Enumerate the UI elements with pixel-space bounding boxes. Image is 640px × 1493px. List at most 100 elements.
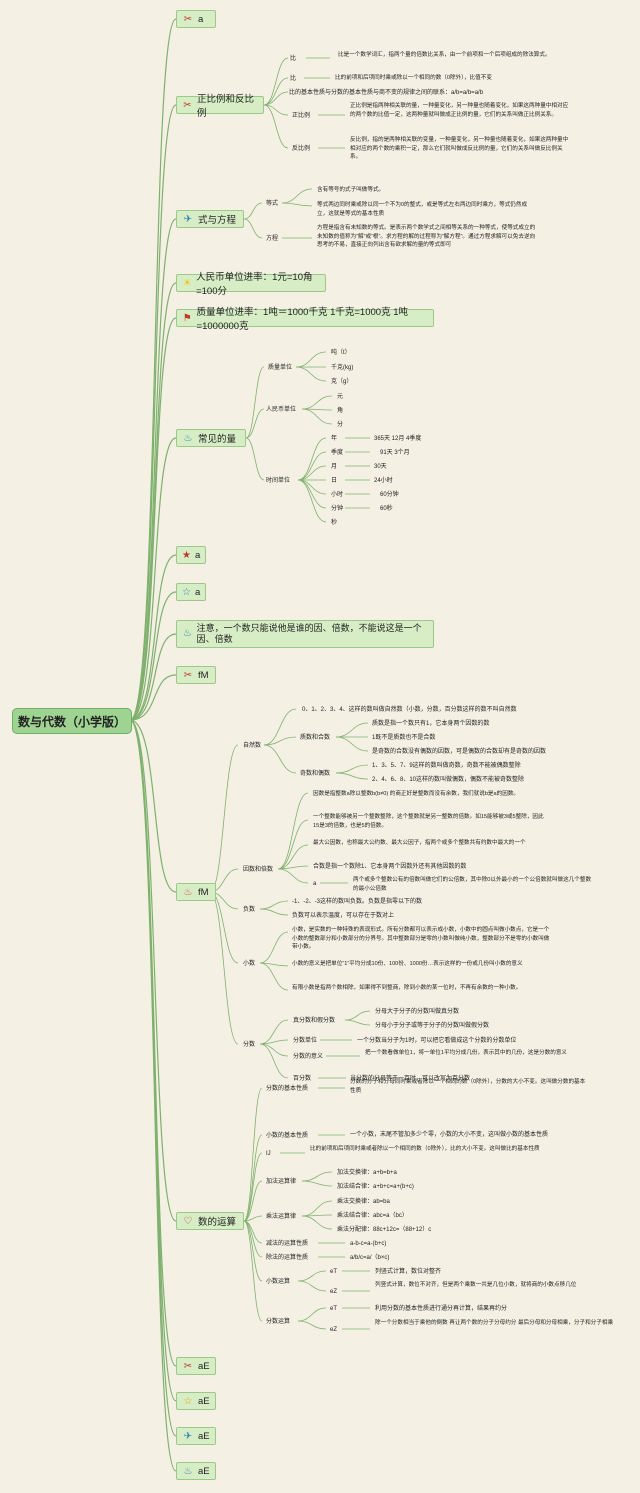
root-node[interactable]: 数与代数（小学版）: [12, 708, 132, 734]
connector: [277, 844, 309, 870]
factor-text-1: 因数是指整数a除以整数b(b≠0) 的商正好是整数而没有余数，我们就说b是a的因…: [313, 791, 520, 797]
connector: [335, 736, 369, 752]
op-decimal-property: 小数的基本性质: [266, 1133, 309, 1139]
branch-node[interactable]: ♨常见的量: [176, 429, 246, 447]
branch-node[interactable]: ✂a: [176, 10, 216, 28]
connector: [259, 931, 289, 964]
connector: [297, 1280, 327, 1292]
branch-node[interactable]: ☆a: [176, 583, 206, 601]
connector: [344, 1010, 371, 1021]
decimal-text-3: 有限小数是指两个数相除，如果得不到整商，除到小数的某一位时，不再有余数的一种小数…: [292, 985, 522, 991]
branch-label: aE: [198, 1465, 210, 1477]
connector: [301, 1180, 333, 1187]
connector: [263, 91, 289, 106]
prime-text-2: 1既不是质数也不是合数: [372, 735, 436, 741]
op-ratio-property: IJ: [266, 1151, 271, 1157]
fraction-improper-text: 分母小于分子或等于分子的分数叫做假分数: [375, 1023, 490, 1029]
decimal: 小数: [243, 961, 256, 967]
branch-node[interactable]: ★a: [176, 546, 206, 564]
connector: [277, 819, 309, 870]
branch-node[interactable]: ♡数的运算: [176, 1212, 244, 1230]
connector: [297, 1270, 327, 1282]
rmb-unit-label: 人民币单位: [266, 407, 297, 413]
decimal-text-1: 小数，是实数的一种特殊的表现形式。所有分数都可以表示成小数，小数中的圆点叫做小数…: [292, 927, 550, 951]
connector: [297, 437, 327, 481]
branch-node[interactable]: ☆aE: [176, 1392, 216, 1410]
connector: [129, 719, 177, 1472]
connector: [335, 764, 369, 774]
connector: [263, 104, 289, 149]
tools-icon: ✂: [183, 669, 193, 681]
branch-label: a: [194, 586, 201, 598]
connector: [344, 1019, 371, 1026]
time-unit-key: 月: [331, 464, 338, 470]
connector: [129, 437, 177, 721]
branch-node[interactable]: ♨注意，一个数只能说他是谁的因、倍数，不能说这是一个因、倍数: [176, 620, 434, 648]
branch-node[interactable]: ✂正比例和反比例: [176, 94, 264, 119]
connector: [295, 351, 327, 368]
connector: [129, 591, 177, 721]
connector: [129, 719, 177, 1437]
op-fraction-eZ-text: 除一个分数相当于乘他的倒数 再让两个数的分子分母约分 最后分母和分母相乘，分子和…: [375, 1320, 614, 1326]
op-fraction-eT-text: 利用分数的基本性质进行通分再计算，结果再约分: [375, 1306, 508, 1312]
branch-node[interactable]: ✈式与方程: [176, 210, 244, 228]
branch-node[interactable]: ✂aE: [176, 1357, 216, 1375]
branch-node[interactable]: ✈aE: [176, 1427, 216, 1445]
connector: [259, 962, 289, 991]
connector: [259, 1043, 289, 1079]
branch-node[interactable]: ♨aE: [176, 1462, 216, 1480]
rmb-unit-2: 角: [337, 408, 344, 414]
branch-label: a: [194, 549, 201, 561]
branch-label: 注意，一个数只能说他是谁的因、倍数，不能说这是一个因、倍数: [196, 622, 422, 644]
ratio-key-1: 比: [290, 56, 297, 62]
connector: [129, 719, 177, 893]
star-outline-icon: ☆: [182, 586, 191, 598]
op-decimal-eT: eT: [330, 1269, 338, 1275]
connector: [129, 104, 177, 721]
rmb-unit-3: 分: [337, 422, 344, 428]
op-fraction-eT: eT: [330, 1306, 338, 1312]
even-text: 2、4、6、8、10这样的数叫做偶数，偶数不能被奇数整除: [372, 777, 525, 783]
connector: [263, 104, 289, 116]
connector: [263, 708, 297, 746]
connector: [335, 772, 369, 780]
op-fraction-property-text: 分数的分子和分母同时乘或者除以一个相同的数（0除外），分数的大小不变。这叫做分数…: [350, 1079, 586, 1094]
op-subtract-text: a-b-c=a-(b+c): [350, 1241, 387, 1247]
op-add-2: 加法结合律：a+b+c=a+(b+c): [337, 1184, 414, 1190]
branch-node[interactable]: ✂fM: [176, 666, 216, 684]
op-addition-law: 加法运算律: [266, 1179, 297, 1185]
connector: [297, 465, 327, 481]
branch-label: 质量单位进率：1吨＝1000千克 1千克=1000克 1吨=1000000克: [196, 307, 408, 332]
ratio-text-1: 比是一个数学词汇，指两个量的倍数比关系，由一个前项和一个后项组成的除法算式。: [338, 52, 551, 58]
branch-label: 正比例和反比例: [197, 94, 255, 119]
factor-a: a: [313, 881, 317, 887]
branch-label: aE: [198, 1430, 210, 1442]
branch-node[interactable]: ⚑质量单位进率：1吨＝1000千克 1千克=1000克 1吨=1000000克: [176, 307, 434, 332]
negative-text-2: 负数可以表示温度，可以存在于数对上: [292, 913, 395, 919]
connector: [259, 908, 289, 916]
mass-unit-2: 千克(kg): [331, 365, 354, 371]
op-mul-3: 乘法分配律：88c+12c=（88+12）c: [337, 1227, 432, 1233]
connector: [297, 479, 327, 523]
connector: [301, 408, 333, 425]
branch-label: a: [198, 13, 204, 25]
factor-text-4: 合数是指一个数除1、它本身两个因数外还有其他因数的数: [313, 864, 467, 870]
eq-text-2: 等式两边同时乘或除以同一个不为0的整式，或是等式左右两边同时乘方，等式仍然成立，…: [317, 202, 528, 217]
op-fraction-eZ: eZ: [330, 1327, 338, 1333]
connector: [259, 1019, 289, 1045]
time-unit-value: 24小时: [374, 478, 393, 484]
branch-node[interactable]: ☀人民币单位进率：1元=10角=100分: [176, 272, 326, 297]
time-unit-value: 365天 12月 4季度: [374, 436, 422, 442]
tools-icon: ✂: [183, 13, 193, 25]
connector: [209, 891, 239, 964]
connector: [243, 1215, 263, 1222]
mass-unit-label: 质量单位: [268, 365, 293, 371]
branch-label: aE: [198, 1395, 210, 1407]
op-decimal-property-text: 一个小数，末尾不管加多少个零，小数的大小不变，这叫做小数的基本性质: [350, 1132, 549, 1138]
fraction-unit: 分数单位: [293, 1038, 318, 1044]
connector: [245, 408, 265, 439]
branch-node[interactable]: ♨fM: [176, 883, 216, 901]
op-add-1: 加法交换律：a+b=b+a: [337, 1170, 397, 1176]
